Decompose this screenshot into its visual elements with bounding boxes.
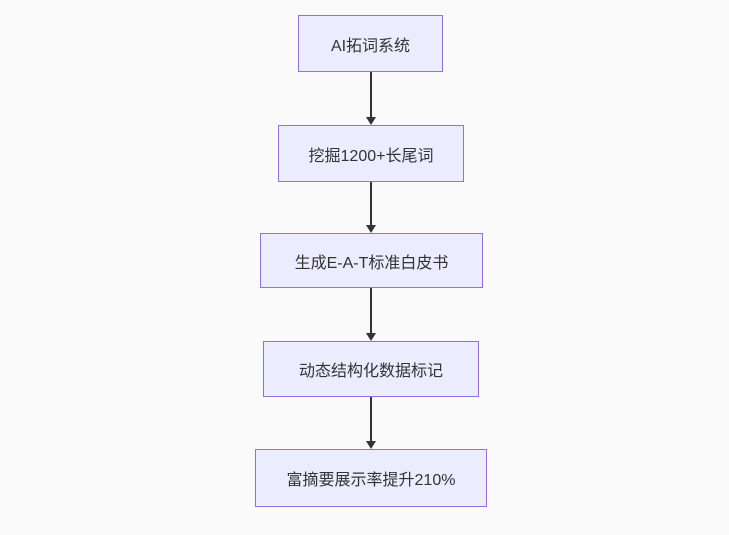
flow-node-label: 生成E-A-T标准白皮书 bbox=[294, 254, 449, 272]
flow-node-label: 挖掘1200+长尾词 bbox=[308, 147, 434, 165]
flow-node-label: 富摘要展示率提升210% bbox=[286, 472, 456, 489]
down-arrow-icon bbox=[366, 117, 376, 125]
edge-line bbox=[370, 288, 372, 333]
edge-line bbox=[370, 182, 372, 225]
down-arrow-icon bbox=[366, 441, 376, 449]
edge-line bbox=[370, 72, 372, 117]
flow-edge-3 bbox=[366, 288, 376, 341]
flow-node-label: 动态结构化数据标记 bbox=[298, 363, 443, 380]
flow-edge-2 bbox=[366, 182, 376, 233]
flow-edge-4 bbox=[366, 397, 376, 449]
flow-node-longtail-mining: 挖掘1200+长尾词 bbox=[278, 125, 464, 182]
flow-node-eat-whitepaper: 生成E-A-T标准白皮书 bbox=[260, 233, 483, 288]
flow-node-ai-expansion-system: AI拓词系统 bbox=[298, 15, 443, 72]
down-arrow-icon bbox=[366, 333, 376, 341]
edge-line bbox=[370, 397, 372, 441]
flow-edge-1 bbox=[366, 72, 376, 125]
flow-node-rich-snippet-uplift: 富摘要展示率提升210% bbox=[255, 449, 487, 507]
flow-node-label: AI拓词系统 bbox=[330, 37, 411, 55]
flow-node-structured-data-markup: 动态结构化数据标记 bbox=[263, 341, 479, 397]
down-arrow-icon bbox=[366, 225, 376, 233]
